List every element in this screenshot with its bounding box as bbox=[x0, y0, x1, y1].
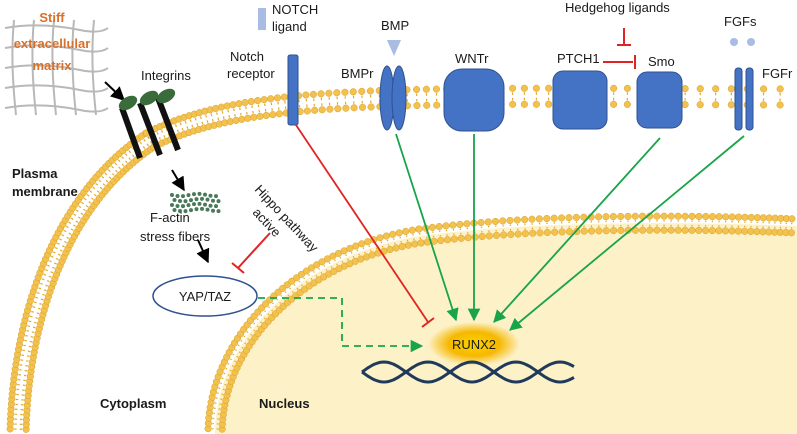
cytoplasm-label: Cytoplasm bbox=[100, 396, 166, 411]
integrins-label: Integrins bbox=[141, 68, 191, 83]
notch-receptor-label-1: Notch bbox=[230, 49, 264, 64]
notch-ligand-shape bbox=[258, 8, 266, 30]
fgf-ligand-1 bbox=[730, 38, 738, 46]
bmp-ligand-shape bbox=[387, 40, 401, 56]
integrin-icon bbox=[118, 88, 181, 160]
notch-ligand-label-1: NOTCH bbox=[272, 2, 318, 17]
nucleus-label: Nucleus bbox=[259, 396, 310, 411]
factin-label-2: stress fibers bbox=[140, 229, 211, 244]
plasma-label-1: Plasma bbox=[12, 166, 58, 181]
smo-shape bbox=[636, 71, 683, 129]
wntr-label: WNTr bbox=[455, 51, 489, 66]
bmpr-shape-2 bbox=[391, 65, 407, 131]
hedgehog-label: Hedgehog ligands bbox=[565, 0, 670, 15]
yaptaz-label: YAP/TAZ bbox=[179, 289, 231, 304]
bmpr-label: BMPr bbox=[341, 66, 374, 81]
ptch1-label: PTCH1 bbox=[557, 51, 600, 66]
dna-helix-icon bbox=[361, 360, 575, 384]
fgf-ligand-2 bbox=[747, 38, 755, 46]
notch-receptor-shape bbox=[287, 54, 299, 126]
notch-receptor-label-2: receptor bbox=[227, 66, 275, 81]
fgfr-shape-2 bbox=[745, 67, 754, 131]
wntr-shape bbox=[443, 68, 505, 132]
fgfr-shape-1 bbox=[734, 67, 743, 131]
stiff-label-3: matrix bbox=[32, 58, 72, 73]
f-actin-fibers-icon bbox=[170, 191, 221, 214]
fgfs-label: FGFs bbox=[724, 14, 757, 29]
plasma-label-2: membrane bbox=[12, 184, 78, 199]
mesh-grid-icon bbox=[4, 19, 109, 116]
factin-label-1: F-actin bbox=[150, 210, 190, 225]
stiff-label-2: extracellular bbox=[14, 36, 91, 51]
fgfr-label: FGFr bbox=[762, 66, 793, 81]
stiff-label-1: Stiff bbox=[39, 10, 65, 25]
bmp-label: BMP bbox=[381, 18, 409, 33]
ptch1-shape bbox=[552, 70, 608, 130]
runx2-label: RUNX2 bbox=[452, 337, 496, 352]
notch-ligand-label-2: ligand bbox=[272, 19, 307, 34]
runx2-glow-icon bbox=[428, 322, 520, 366]
yaptaz-node bbox=[152, 275, 258, 317]
smo-label: Smo bbox=[648, 54, 675, 69]
